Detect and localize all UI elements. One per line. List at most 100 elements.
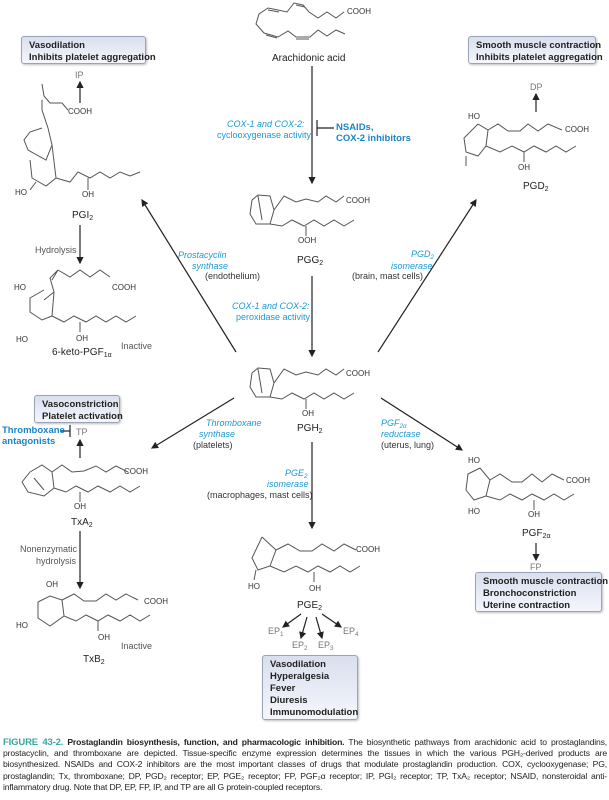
cox-peroxidase-detail: peroxidase activity: [236, 312, 311, 322]
effect-item: Inhibits platelet aggregation: [476, 52, 603, 63]
effect-item: Inhibits platelet aggregation: [29, 52, 156, 63]
effect-item: Hyperalgesia: [270, 671, 330, 682]
fp-receptor: FP: [530, 562, 542, 572]
pgg2-label: PGG2: [297, 255, 324, 267]
pgf2a-oh-label: OH: [528, 510, 540, 519]
pgf2a-ho-label-bottom: HO: [468, 507, 480, 516]
thromboxane-synthase-line1: Thromboxane: [206, 418, 262, 428]
figure-caption: FIGURE 43-2. Prostaglandin biosynthesis,…: [3, 737, 607, 793]
keto-ho-label-bottom: HO: [16, 335, 28, 344]
effect-item: Bronchoconstriction: [483, 588, 577, 599]
pgi2-label: PGI2: [72, 210, 94, 222]
effect-item: Smooth muscle contraction: [483, 576, 609, 587]
txb2-label: TxB2: [83, 654, 105, 666]
txa2-cooh-label: COOH: [124, 467, 148, 476]
effect-item: Vasodilation: [29, 40, 85, 51]
pge2-cooh-label: COOH: [356, 545, 380, 554]
pgf2a-reductase-line1: PGF2α: [381, 418, 407, 430]
arrow-pge2-to-ep3: [315, 616, 324, 640]
txb2-cooh-label: COOH: [144, 597, 168, 606]
arrow-pgh2-to-pgi2: [141, 198, 237, 353]
txb2-oh-label-top: OH: [46, 580, 58, 589]
pgh2-oh-label: OH: [302, 409, 314, 418]
thromboxane-synthase-tissue: (platelets): [193, 440, 233, 450]
pgg2-ooh-label: OOH: [298, 236, 317, 245]
hydrolysis-label: Hydrolysis: [35, 245, 77, 255]
pgf2a-reductase-line2: reductase: [381, 429, 421, 439]
txa2-effects-box: Vasoconstriction Platelet activation: [34, 395, 123, 423]
pgh2-cooh-label: COOH: [346, 369, 370, 378]
ip-receptor: IP: [75, 70, 84, 80]
pathway-diagram: [21, 2, 577, 640]
keto-inactive-label: Inactive: [121, 341, 153, 351]
nonenzymatic-hydrolysis-label: hydrolysis: [36, 556, 77, 566]
pgi2-structure: [23, 83, 141, 191]
pge2-effects-box: Vasodilation Hyperalgesia Fever Diuresis…: [262, 655, 358, 720]
prostacyclin-synthase-line2: synthase: [192, 261, 229, 271]
ep1-receptor: EP1: [268, 626, 284, 638]
pgf2a-reductase-tissue: (uterus, lung): [381, 440, 435, 450]
txb2-structure: [37, 593, 151, 631]
arrow-pge2-to-ep4: [321, 613, 342, 628]
tp-receptor: TP: [76, 427, 88, 437]
pgg2-structure: [249, 194, 355, 236]
pge2-oh-label: OH: [309, 584, 321, 593]
effect-item: Vasodilation: [270, 659, 326, 670]
keto-ho-label-top: HO: [14, 283, 26, 292]
keto-pgf1a-structure: [29, 269, 137, 332]
effect-item: Immunomodulation: [270, 707, 359, 718]
pgf2a-structure: [465, 467, 575, 510]
pgd2-effects-box: Smooth muscle contraction Inhibits plate…: [468, 36, 603, 64]
pge2-ho-label: HO: [248, 582, 260, 591]
keto-pgf1a-label: 6-keto-PGF1α: [52, 347, 112, 359]
pge2-structure: [251, 536, 361, 582]
prostacyclin-synthase-tissue: (endothelium): [205, 271, 261, 281]
pgh2-label: PGH2: [297, 423, 323, 435]
pgd2-isomerase-line1: PGD2: [411, 249, 435, 261]
pge2-label: PGE2: [297, 600, 323, 612]
txa2-label: TxA2: [71, 517, 93, 529]
pgd2-isomerase-line2: isomerase: [391, 261, 433, 271]
effect-item: Diuresis: [270, 695, 308, 706]
pgd2-structure: [463, 123, 577, 166]
effect-item: Fever: [270, 683, 296, 694]
pge2-isomerase-line1: PGE2: [285, 468, 308, 480]
txb2-oh-label: OH: [98, 633, 110, 642]
arrow-pgh2-to-pgd2: [377, 198, 477, 353]
keto-cooh-label: COOH: [112, 283, 136, 292]
pgf2a-cooh-label: COOH: [566, 476, 590, 485]
pgf2a-label: PGF2α: [522, 528, 551, 540]
arachidonic-acid-structure: [255, 2, 346, 40]
cox-cyclooxygenase-detail: cyclooxygenase activity: [217, 130, 312, 140]
ep2-receptor: EP2: [292, 640, 308, 652]
pgf2a-ho-label-top: HO: [468, 456, 480, 465]
arrow-pgh2-to-txa2: [150, 397, 235, 449]
pge2-isomerase-line2: isomerase: [267, 479, 309, 489]
pgd2-ho-label: HO: [468, 112, 480, 121]
arachidonic-acid-label: Arachidonic acid: [272, 53, 346, 64]
cox-peroxidase-name: COX-1 and COX-2:: [232, 301, 310, 311]
figure-caption-body: The biosynthetic pathways from arachidon…: [3, 737, 607, 792]
dp-receptor: DP: [530, 82, 543, 92]
pgi2-ho-label: HO: [15, 188, 27, 197]
arrow-pgh2-to-pgf2a: [380, 397, 464, 451]
pgd2-cooh-label: COOH: [565, 125, 589, 134]
aa-cooh-label: COOH: [347, 7, 371, 16]
arrow-pge2-to-ep2: [299, 616, 308, 640]
ep4-receptor: EP4: [343, 626, 359, 638]
figure-number: FIGURE 43-2.: [3, 737, 64, 748]
pgh2-structure: [249, 367, 355, 409]
effect-item: Platelet activation: [42, 411, 123, 422]
cox-cyclooxygenase-name: COX-1 and COX-2:: [227, 119, 305, 129]
pge2-isomerase-tissue: (macrophages, mast cells): [207, 490, 313, 500]
pgf2a-effects-box: Smooth muscle contraction Bronchoconstri…: [475, 572, 609, 612]
pgi2-cooh-label: COOH: [68, 107, 92, 116]
effect-item: Vasoconstriction: [42, 399, 119, 410]
effect-item: Smooth muscle contraction: [476, 40, 602, 51]
pgg2-cooh-label: COOH: [346, 196, 370, 205]
txa2-structure: [21, 464, 141, 502]
ep3-receptor: EP3: [318, 640, 334, 652]
arrow-pge2-to-ep1: [282, 613, 302, 628]
nsaids-label: NSAIDs, COX-2 inhibitors: [336, 122, 411, 144]
pgi2-oh-label: OH: [82, 190, 94, 199]
